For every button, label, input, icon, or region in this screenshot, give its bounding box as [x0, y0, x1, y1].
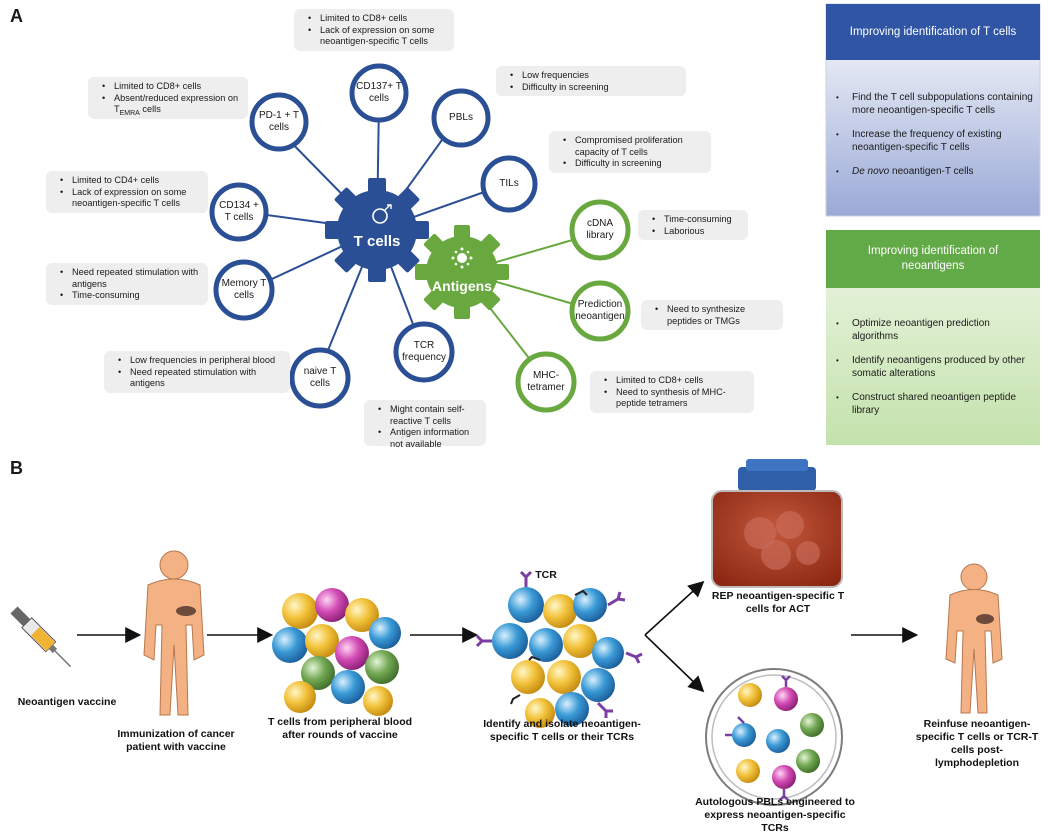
panel-b-workflow [10, 459, 1003, 806]
caption-vaccine: Neoantigen vaccine [17, 696, 117, 708]
node-cd137: CD137+ T cells [356, 81, 402, 104]
box-tcells-title: Improving identification of T cells [849, 25, 1017, 38]
tcell-cluster-icon [272, 588, 401, 716]
note-pbls: Low frequenciesDifficulty in screening [496, 66, 686, 96]
box-item: Identify neoantigens produced by other s… [830, 355, 1035, 380]
node-naive: naive T cells [303, 366, 337, 389]
caption-reinfuse: Reinfuse neoantigen-specific T cells or … [915, 718, 1039, 769]
patient-figure-icon [143, 550, 205, 716]
node-cdna: cDNA library [586, 218, 614, 241]
note-cd137: Limited to CD8+ cellsLack of expression … [294, 9, 454, 51]
box-tcells-body: Find the T cell subpopulations containin… [830, 92, 1035, 191]
box-item: Increase the frequency of existing neoan… [830, 129, 1035, 154]
note-item: Limited to CD8+ cells [308, 13, 446, 25]
note-item: Difficulty in screening [563, 158, 703, 170]
petri-dish-icon [705, 668, 843, 806]
box-item: Find the T cell subpopulations containin… [830, 92, 1035, 117]
note-text: cells [142, 104, 161, 114]
note-item: Limited to CD8+ cells [604, 375, 746, 387]
note-item: Compromised proliferation capacity of T … [563, 135, 703, 158]
note-item: Difficulty in screening [510, 82, 678, 94]
node-tcr-frequency: TCR frequency [402, 340, 446, 363]
note-text: Absent/reduced expression on [114, 92, 239, 103]
node-pbls: PBLs [449, 112, 473, 123]
patient-figure-reinfuse-icon [945, 563, 1003, 714]
caption-rep: REP neoantigen-specific T cells for ACT [711, 590, 845, 615]
note-tcr-frequency: Might contain self-reactive T cellsAntig… [364, 400, 486, 449]
antigens-hub-label: Antigens [432, 278, 492, 294]
caption-identify: Identify and isolate neoantigen-specific… [483, 718, 641, 743]
note-item: Need repeated stimulation with antigens [60, 267, 200, 290]
note-item: Laborious [652, 226, 740, 238]
box-antigens-body: Optimize neoantigen prediction algorithm… [830, 318, 1035, 429]
note-item: Need to synthesis of MHC-peptide tetrame… [604, 387, 746, 410]
note-pd1: Limited to CD8+ cells Absent/reduced exp… [88, 77, 248, 119]
note-item: Time-consuming [60, 290, 200, 302]
node-mhc: MHC-tetramer [527, 370, 565, 393]
note-naive: Low frequencies in peripheral bloodNeed … [104, 351, 290, 393]
panel-a-letter: A [10, 6, 23, 26]
note-cd134: Limited to CD4+ cellsLack of expression … [46, 171, 208, 213]
note-item: Limited to CD8+ cells [102, 81, 240, 93]
caption-tcells-blood: T cells from peripheral blood after roun… [267, 716, 413, 741]
antigens-gear-icon [415, 225, 509, 319]
note-item: Need to synthesize peptides or TMGs [655, 304, 775, 327]
tcells-hub-label: T cells [353, 233, 401, 250]
box-item-text: neoantigen-T cells [889, 166, 974, 177]
note-item: Low frequencies in peripheral blood [118, 355, 282, 367]
node-cd134: CD134 + T cells [219, 200, 259, 223]
tcr-label: TCR [535, 569, 557, 581]
note-item: Limited to CD4+ cells [60, 175, 200, 187]
note-cdna: Time-consumingLaborious [638, 210, 748, 240]
node-prediction: Prediction neoantigen [575, 299, 625, 322]
culture-jar-icon [711, 459, 843, 588]
note-mhc: Limited to CD8+ cellsNeed to synthesis o… [590, 371, 754, 413]
note-item: Need repeated stimulation with antigens [118, 367, 282, 390]
panel-b-letter: B [10, 458, 23, 478]
note-tils: Compromised proliferation capacity of T … [549, 131, 711, 173]
note-item: Time-consuming [652, 214, 740, 226]
node-memory: Memory T cells [221, 278, 267, 301]
note-item: Lack of expression on some neoantigen-sp… [308, 25, 446, 48]
note-item: Lack of expression on some neoantigen-sp… [60, 187, 200, 210]
box-item: Optimize neoantigen prediction algorithm… [830, 318, 1035, 343]
note-item: Might contain self-reactive T cells [378, 404, 478, 427]
note-item: Antigen information not available [378, 427, 478, 450]
box-item-italic: De novo [852, 166, 890, 177]
note-item: Low frequencies [510, 70, 678, 82]
note-text: T [114, 104, 120, 114]
syringe-icon [10, 606, 72, 668]
tcr-cell-cluster-icon [475, 570, 643, 728]
note-prediction: Need to synthesize peptides or TMGs [641, 300, 783, 330]
node-pd1: PD-1 + T cells [258, 110, 300, 133]
node-tils: TILs [499, 178, 519, 189]
tcells-gear-icon [325, 178, 429, 282]
box-antigens-title: Improving identification of neoantigens [867, 245, 999, 272]
caption-autologous: Autologous PBLs engineered to express ne… [695, 796, 855, 834]
caption-immunization: Immunization of cancer patient with vacc… [117, 728, 235, 753]
box-item: De novo neoantigen-T cells [830, 166, 1035, 179]
box-item: Construct shared neoantigen peptide libr… [830, 392, 1035, 417]
note-memory: Need repeated stimulation with antigensT… [46, 263, 208, 305]
note-subscript: EMRA [119, 109, 140, 117]
